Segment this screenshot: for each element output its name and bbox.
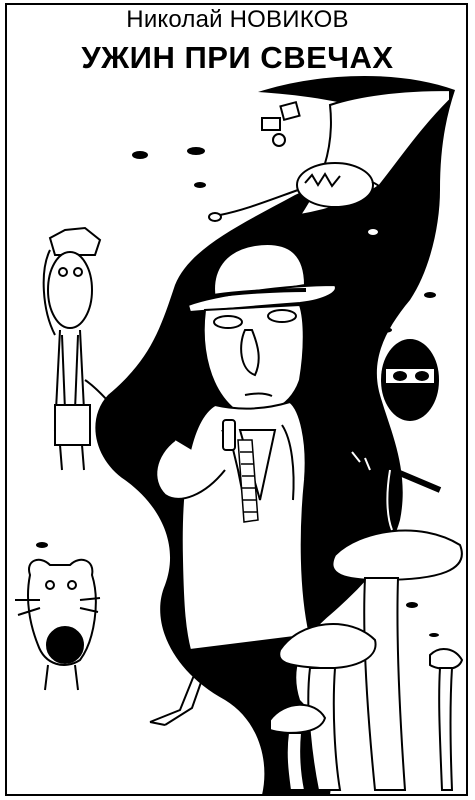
striped-scarf [237,439,259,523]
man-with-suspenders [42,226,119,471]
masked-bandit [343,339,449,531]
dice-and-bottle [261,100,301,147]
author-name: Николай НОВИКОВ [126,6,349,33]
mushrooms [269,529,464,791]
cover-frame [5,3,468,796]
main-man-hat [186,243,337,314]
book-title: УЖИН ПРИ СВЕЧАХ [81,40,394,75]
mouse-with-ball [15,558,101,691]
ink-spots [36,147,439,637]
main-man-coat [155,400,312,652]
reclining-figure [208,162,391,237]
